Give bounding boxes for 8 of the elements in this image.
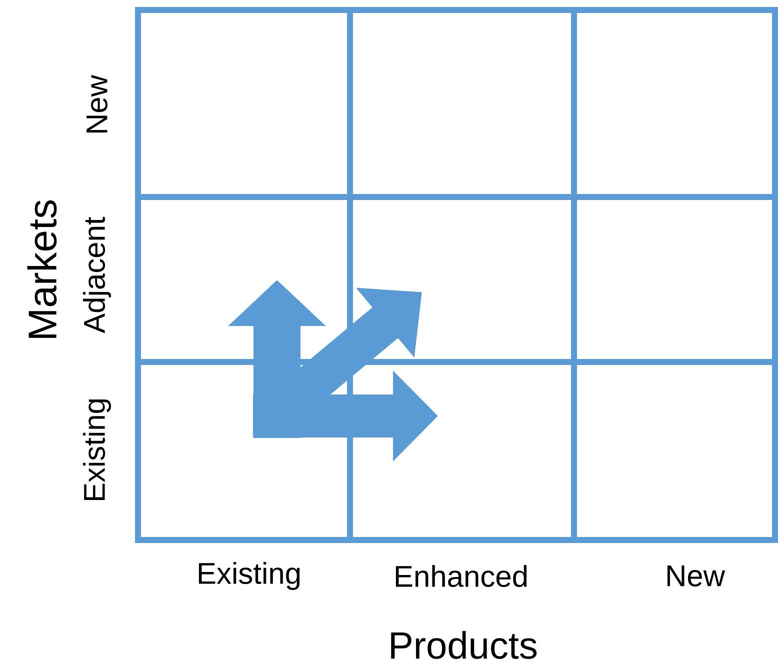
axis-title: Markets [27, 200, 57, 338]
axis-label: Existing [83, 399, 111, 500]
axis-label: Adjacent [83, 216, 111, 334]
axis-label: New [86, 74, 108, 133]
axis-label: Existing [198, 562, 300, 590]
axis-label: New [667, 566, 726, 586]
axis-title: Products [391, 631, 537, 659]
axis-label: Enhanced [396, 564, 527, 588]
